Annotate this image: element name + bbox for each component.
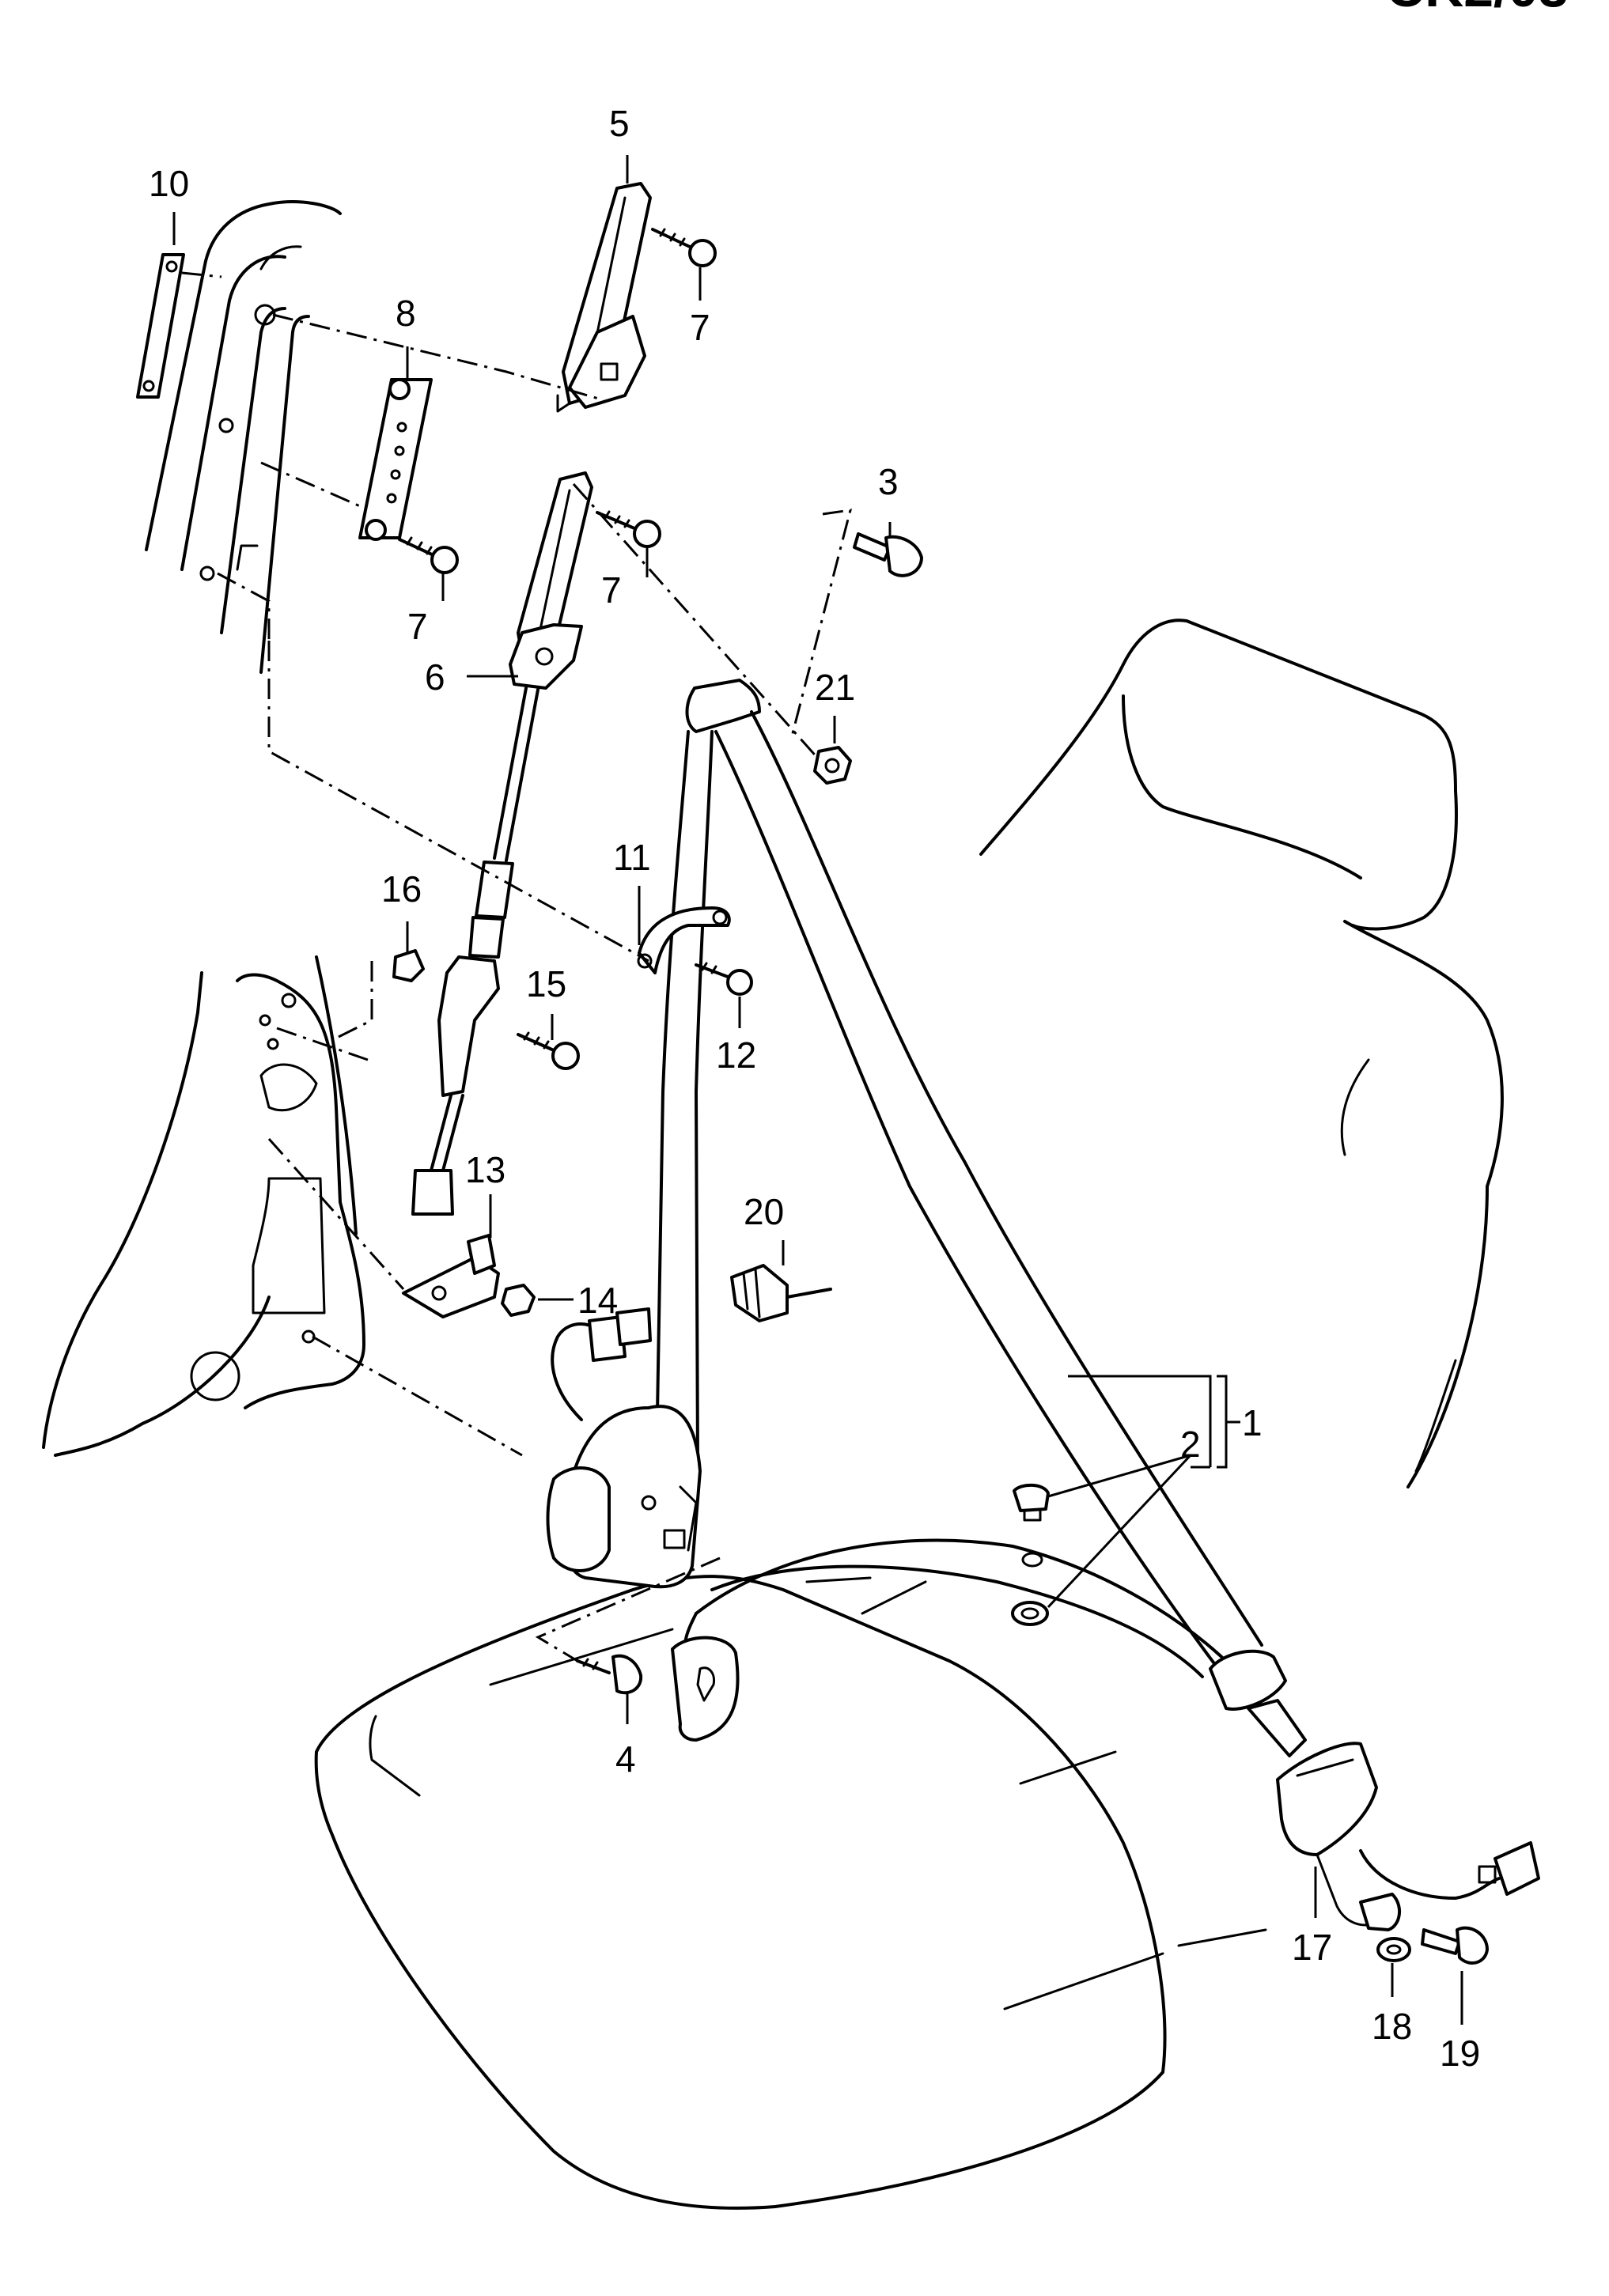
- callout-11: 11: [613, 837, 651, 878]
- callout-17: 17: [1292, 1927, 1332, 1968]
- callout-5: 5: [609, 103, 630, 144]
- callout-10: 10: [149, 163, 189, 204]
- callout-7b: 7: [601, 569, 622, 611]
- callout-3: 3: [878, 461, 899, 502]
- callout-7c: 7: [407, 606, 428, 647]
- leader-lines: [172, 155, 1463, 2025]
- part-6-height-adjuster: [509, 471, 593, 690]
- callout-16: 16: [381, 868, 422, 910]
- part-20-connector: [730, 1264, 832, 1322]
- bolt-12: [695, 962, 753, 996]
- part-5-height-adjuster: [556, 182, 652, 413]
- callout-14: 14: [577, 1280, 618, 1321]
- bracket-13: [402, 1234, 500, 1318]
- callout-18: 18: [1372, 2006, 1412, 2047]
- clip-16: [392, 949, 425, 982]
- bolt-4: [576, 1654, 643, 1695]
- seat-back: [979, 618, 1504, 1488]
- callout-4: 4: [615, 1738, 636, 1780]
- seat-cushion: [314, 1575, 1267, 2210]
- seat-belt-assembly: [546, 679, 1540, 1931]
- callout-2: 2: [1180, 1424, 1201, 1465]
- callout-21: 21: [815, 667, 855, 708]
- bolt-7c: [398, 536, 459, 574]
- corner-tag: CK2/03: [1386, 0, 1569, 18]
- bolt-15: [517, 1031, 580, 1070]
- callout-20: 20: [744, 1191, 784, 1232]
- b-pillar-upper: [145, 200, 342, 674]
- alignment-lines: [181, 271, 853, 1662]
- callout-15: 15: [526, 963, 566, 1004]
- callout-1: 1: [1242, 1402, 1263, 1443]
- nut-14: [501, 1284, 536, 1317]
- callout-8: 8: [396, 293, 416, 334]
- bolt-3: [853, 532, 923, 577]
- callout-6: 6: [425, 656, 445, 698]
- part-10-trim-strip: [136, 253, 185, 399]
- pretensioner-cable: [411, 687, 539, 1216]
- bolt-7b: [596, 510, 661, 548]
- part-8-mounting-plate: [358, 378, 433, 541]
- callout-19: 19: [1440, 2033, 1480, 2074]
- grommet-2: [1011, 1483, 1050, 1626]
- callout-7a: 7: [690, 307, 710, 348]
- callout-12: 12: [716, 1035, 756, 1076]
- callout-13: 13: [465, 1149, 505, 1190]
- nut-21: [813, 746, 852, 785]
- b-pillar-lower: [42, 955, 365, 1457]
- bolt-7a: [651, 228, 717, 267]
- buckle-washer-18: [1376, 1937, 1411, 1962]
- buckle-bolt-19: [1421, 1926, 1489, 1965]
- callout-labels: 1 2 3 4 5 6 7 7 7 8 10 11 12 13 14 15 16…: [149, 103, 1480, 2074]
